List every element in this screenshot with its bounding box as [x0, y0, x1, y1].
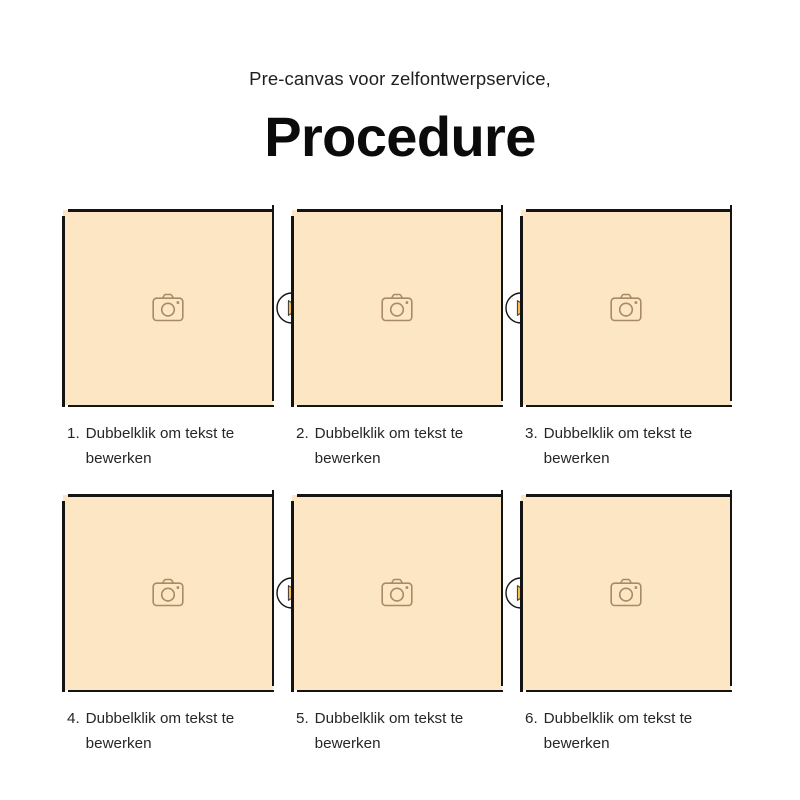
header: Pre-canvas voor zelfontwerpservice, Proc… — [0, 0, 800, 167]
image-placeholder-2[interactable] — [291, 205, 503, 407]
process-row-2: 4. Dubbelklik om tekst te bewerken — [62, 490, 732, 780]
frame-line-right — [500, 205, 503, 401]
frame-line-left — [62, 501, 65, 692]
frame-line-right — [271, 205, 274, 401]
camera-icon — [152, 578, 184, 606]
frame-line-top — [68, 209, 273, 212]
frame-line-right — [271, 490, 274, 686]
frame-line-left — [520, 216, 523, 407]
process-step-2: 2. Dubbelklik om tekst te bewerken — [291, 205, 503, 467]
frame-line-bottom — [526, 689, 732, 692]
step-caption-2[interactable]: 2. Dubbelklik om tekst te bewerken — [296, 422, 508, 471]
step-number: 3. — [525, 425, 538, 442]
step-caption-5[interactable]: 5. Dubbelklik om tekst te bewerken — [296, 707, 508, 756]
frame-line-top — [297, 209, 502, 212]
process-step-6: 6. Dubbelklik om tekst te bewerken — [520, 490, 732, 752]
image-placeholder-4[interactable] — [62, 490, 274, 692]
step-number: 1. — [67, 425, 80, 442]
step-text: Dubbelklik om tekst te bewerken — [85, 425, 235, 467]
frame-line-right — [729, 490, 732, 686]
frame-line-bottom — [526, 404, 732, 407]
step-text: Dubbelklik om tekst te bewerken — [85, 710, 235, 752]
frame-line-left — [291, 216, 294, 407]
frame-line-right — [729, 205, 732, 401]
frame-line-top — [526, 209, 731, 212]
step-caption-6[interactable]: 6. Dubbelklik om tekst te bewerken — [525, 707, 737, 756]
step-number: 5. — [296, 710, 309, 727]
frame-line-left — [520, 501, 523, 692]
frame-line-right — [500, 490, 503, 686]
frame-line-bottom — [68, 689, 274, 692]
image-placeholder-3[interactable] — [520, 205, 732, 407]
page-title[interactable]: Procedure — [264, 105, 536, 169]
camera-icon — [381, 293, 413, 321]
frame-line-top — [526, 494, 731, 497]
process-step-3: 3. Dubbelklik om tekst te bewerken — [520, 205, 732, 467]
camera-icon — [610, 293, 642, 321]
process-row-1: 1. Dubbelklik om tekst te bewerken — [62, 205, 732, 495]
camera-icon — [152, 293, 184, 321]
process-step-4: 4. Dubbelklik om tekst te bewerken — [62, 490, 274, 752]
image-placeholder-1[interactable] — [62, 205, 274, 407]
camera-icon — [381, 578, 413, 606]
step-text: Dubbelklik om tekst te bewerken — [314, 710, 464, 752]
frame-line-bottom — [68, 404, 274, 407]
process-step-1: 1. Dubbelklik om tekst te bewerken — [62, 205, 274, 467]
process-step-5: 5. Dubbelklik om tekst te bewerken — [291, 490, 503, 752]
step-caption-3[interactable]: 3. Dubbelklik om tekst te bewerken — [525, 422, 737, 471]
frame-line-top — [68, 494, 273, 497]
step-text: Dubbelklik om tekst te bewerken — [314, 425, 464, 467]
image-placeholder-5[interactable] — [291, 490, 503, 692]
frame-line-left — [62, 216, 65, 407]
frame-line-top — [297, 494, 502, 497]
step-caption-4[interactable]: 4. Dubbelklik om tekst te bewerken — [67, 707, 279, 756]
step-text: Dubbelklik om tekst te bewerken — [543, 710, 693, 752]
step-number: 2. — [296, 425, 309, 442]
step-caption-1[interactable]: 1. Dubbelklik om tekst te bewerken — [67, 422, 279, 471]
subtitle[interactable]: Pre-canvas voor zelfontwerpservice, — [249, 68, 551, 89]
process-board: 1. Dubbelklik om tekst te bewerken — [62, 205, 732, 780]
frame-line-bottom — [297, 404, 503, 407]
step-number: 4. — [67, 710, 80, 727]
step-text: Dubbelklik om tekst te bewerken — [543, 425, 693, 467]
frame-line-bottom — [297, 689, 503, 692]
camera-icon — [610, 578, 642, 606]
image-placeholder-6[interactable] — [520, 490, 732, 692]
step-number: 6. — [525, 710, 538, 727]
frame-line-left — [291, 501, 294, 692]
